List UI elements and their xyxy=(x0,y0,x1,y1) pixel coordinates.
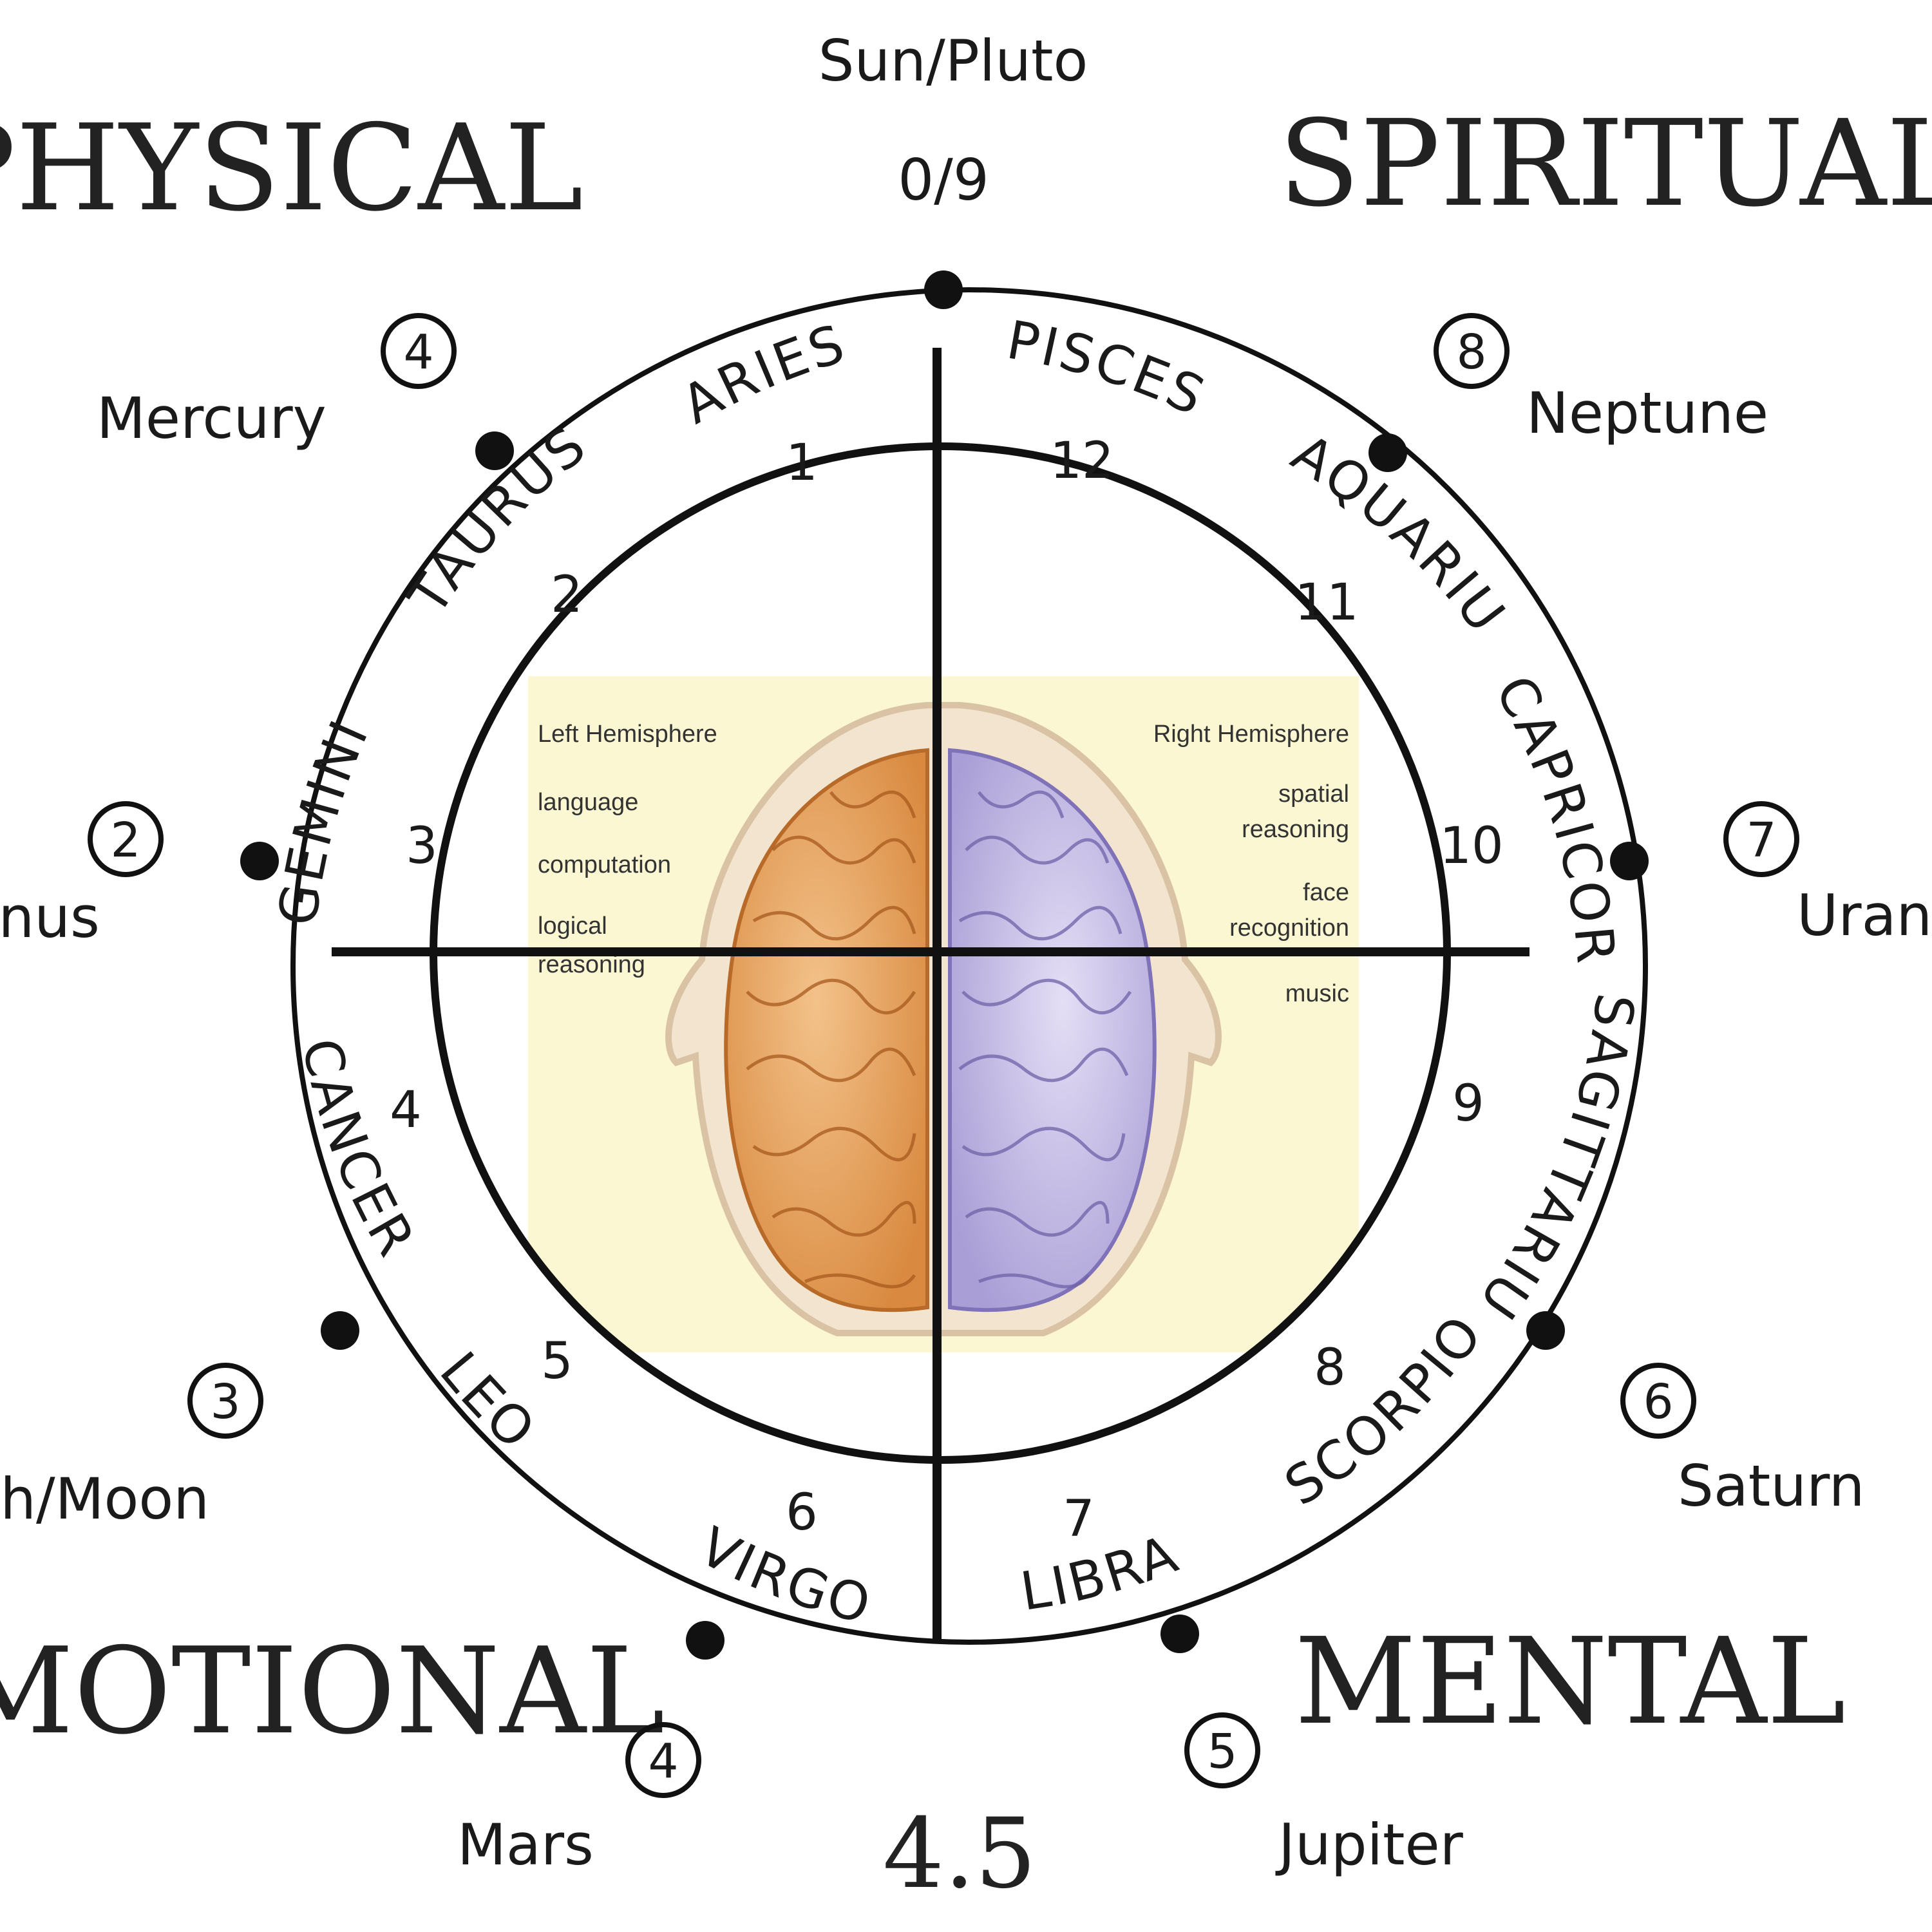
right-item-recognition: recognition xyxy=(1229,914,1349,942)
left-hemisphere-title: Left Hemisphere xyxy=(538,721,717,748)
top-number-label: 0/9 xyxy=(898,147,989,213)
dot-mars xyxy=(686,1621,724,1660)
house-2: 2 xyxy=(551,566,583,624)
left-hemisphere xyxy=(724,748,929,1312)
right-item-face: face xyxy=(1303,879,1349,906)
planet-saturn: Saturn xyxy=(1678,1453,1864,1519)
dot-earth-moon xyxy=(321,1311,359,1350)
planet-venus: Venus xyxy=(0,884,100,951)
right-item-spatial: spatial xyxy=(1278,781,1349,808)
circled-number-mercury: 4 xyxy=(403,325,433,380)
dot-venus xyxy=(240,842,279,880)
dot-jupiter xyxy=(1160,1615,1199,1653)
planet-mercury: Mercury xyxy=(97,385,327,451)
sign-gemini: GEMINI xyxy=(267,710,381,929)
house-numbers: 1 12 2 11 3 10 4 9 5 8 6 7 xyxy=(390,432,1503,1548)
right-hemisphere-title: Right Hemisphere xyxy=(1153,721,1349,748)
dot-neptune xyxy=(1368,433,1407,472)
left-item-computation: computation xyxy=(538,851,671,878)
bottom-number-label: 4.5 xyxy=(883,1798,1037,1910)
house-4: 4 xyxy=(390,1081,422,1139)
planet-mars: Mars xyxy=(457,1812,594,1878)
house-12: 12 xyxy=(1050,432,1113,490)
quadrant-emotional: EMOTIONAL xyxy=(0,1622,665,1761)
right-item-music: music xyxy=(1285,980,1349,1007)
right-item-reasoning: reasoning xyxy=(1242,816,1349,843)
planet-neptune: Neptune xyxy=(1526,380,1768,446)
house-1: 1 xyxy=(786,434,818,492)
sign-scorpio: SCORPIO xyxy=(1274,1303,1495,1518)
sign-libra: LIBRA xyxy=(1017,1523,1188,1623)
outer-circle xyxy=(290,287,1648,1645)
house-3: 3 xyxy=(406,817,438,875)
dot-mercury xyxy=(475,431,514,470)
house-9: 9 xyxy=(1452,1075,1484,1133)
quadrant-physical: PHYSICAL xyxy=(0,99,583,238)
circled-number-saturn: 6 xyxy=(1643,1374,1673,1430)
brain-illustration: Left Hemisphere language computation log… xyxy=(528,676,1359,1352)
sign-leo: LEO xyxy=(428,1341,547,1463)
house-8: 8 xyxy=(1314,1339,1346,1397)
circled-numbers: 4 8 2 7 3 6 4 5 xyxy=(110,325,1776,1789)
left-gyri xyxy=(746,790,916,1289)
dot-uranus xyxy=(1610,842,1649,880)
house-7: 7 xyxy=(1063,1490,1095,1548)
house-10: 10 xyxy=(1439,817,1503,875)
circled-number-venus: 2 xyxy=(110,813,140,868)
planet-uranus: Uranus xyxy=(1797,882,1932,949)
planet-labels: Mercury Neptune Venus Uranus Earth/Moon … xyxy=(0,380,1932,1878)
house-6: 6 xyxy=(786,1484,818,1542)
sign-aries: ARIES xyxy=(672,313,854,436)
left-item-language: language xyxy=(538,789,638,816)
outer-circle-dots xyxy=(240,270,1649,1660)
house-11: 11 xyxy=(1294,574,1358,632)
dot-top xyxy=(924,270,963,309)
sign-cancer: CANCER xyxy=(290,1034,428,1268)
sign-pisces: PISCES xyxy=(1003,310,1215,429)
right-gyri xyxy=(958,790,1132,1289)
left-item-logical: logical xyxy=(538,913,607,940)
planet-earth-moon: Earth/Moon xyxy=(0,1466,209,1532)
circled-number-uranus: 7 xyxy=(1746,813,1776,868)
circled-number-mars: 4 xyxy=(648,1734,678,1789)
quadrant-mental: MENTAL xyxy=(1294,1612,1846,1751)
circled-number-neptune: 8 xyxy=(1456,325,1486,380)
circled-number-earth-moon: 3 xyxy=(210,1374,240,1430)
planet-jupiter: Jupiter xyxy=(1275,1812,1464,1878)
house-5: 5 xyxy=(541,1332,573,1390)
dot-saturn xyxy=(1526,1311,1565,1350)
top-planet-label: Sun/Pluto xyxy=(819,28,1088,94)
quadrant-spiritual: SPIRITUAL xyxy=(1278,94,1932,233)
right-hemisphere xyxy=(948,748,1157,1312)
circled-number-jupiter: 5 xyxy=(1207,1724,1237,1779)
circled-markers xyxy=(88,313,1799,1798)
